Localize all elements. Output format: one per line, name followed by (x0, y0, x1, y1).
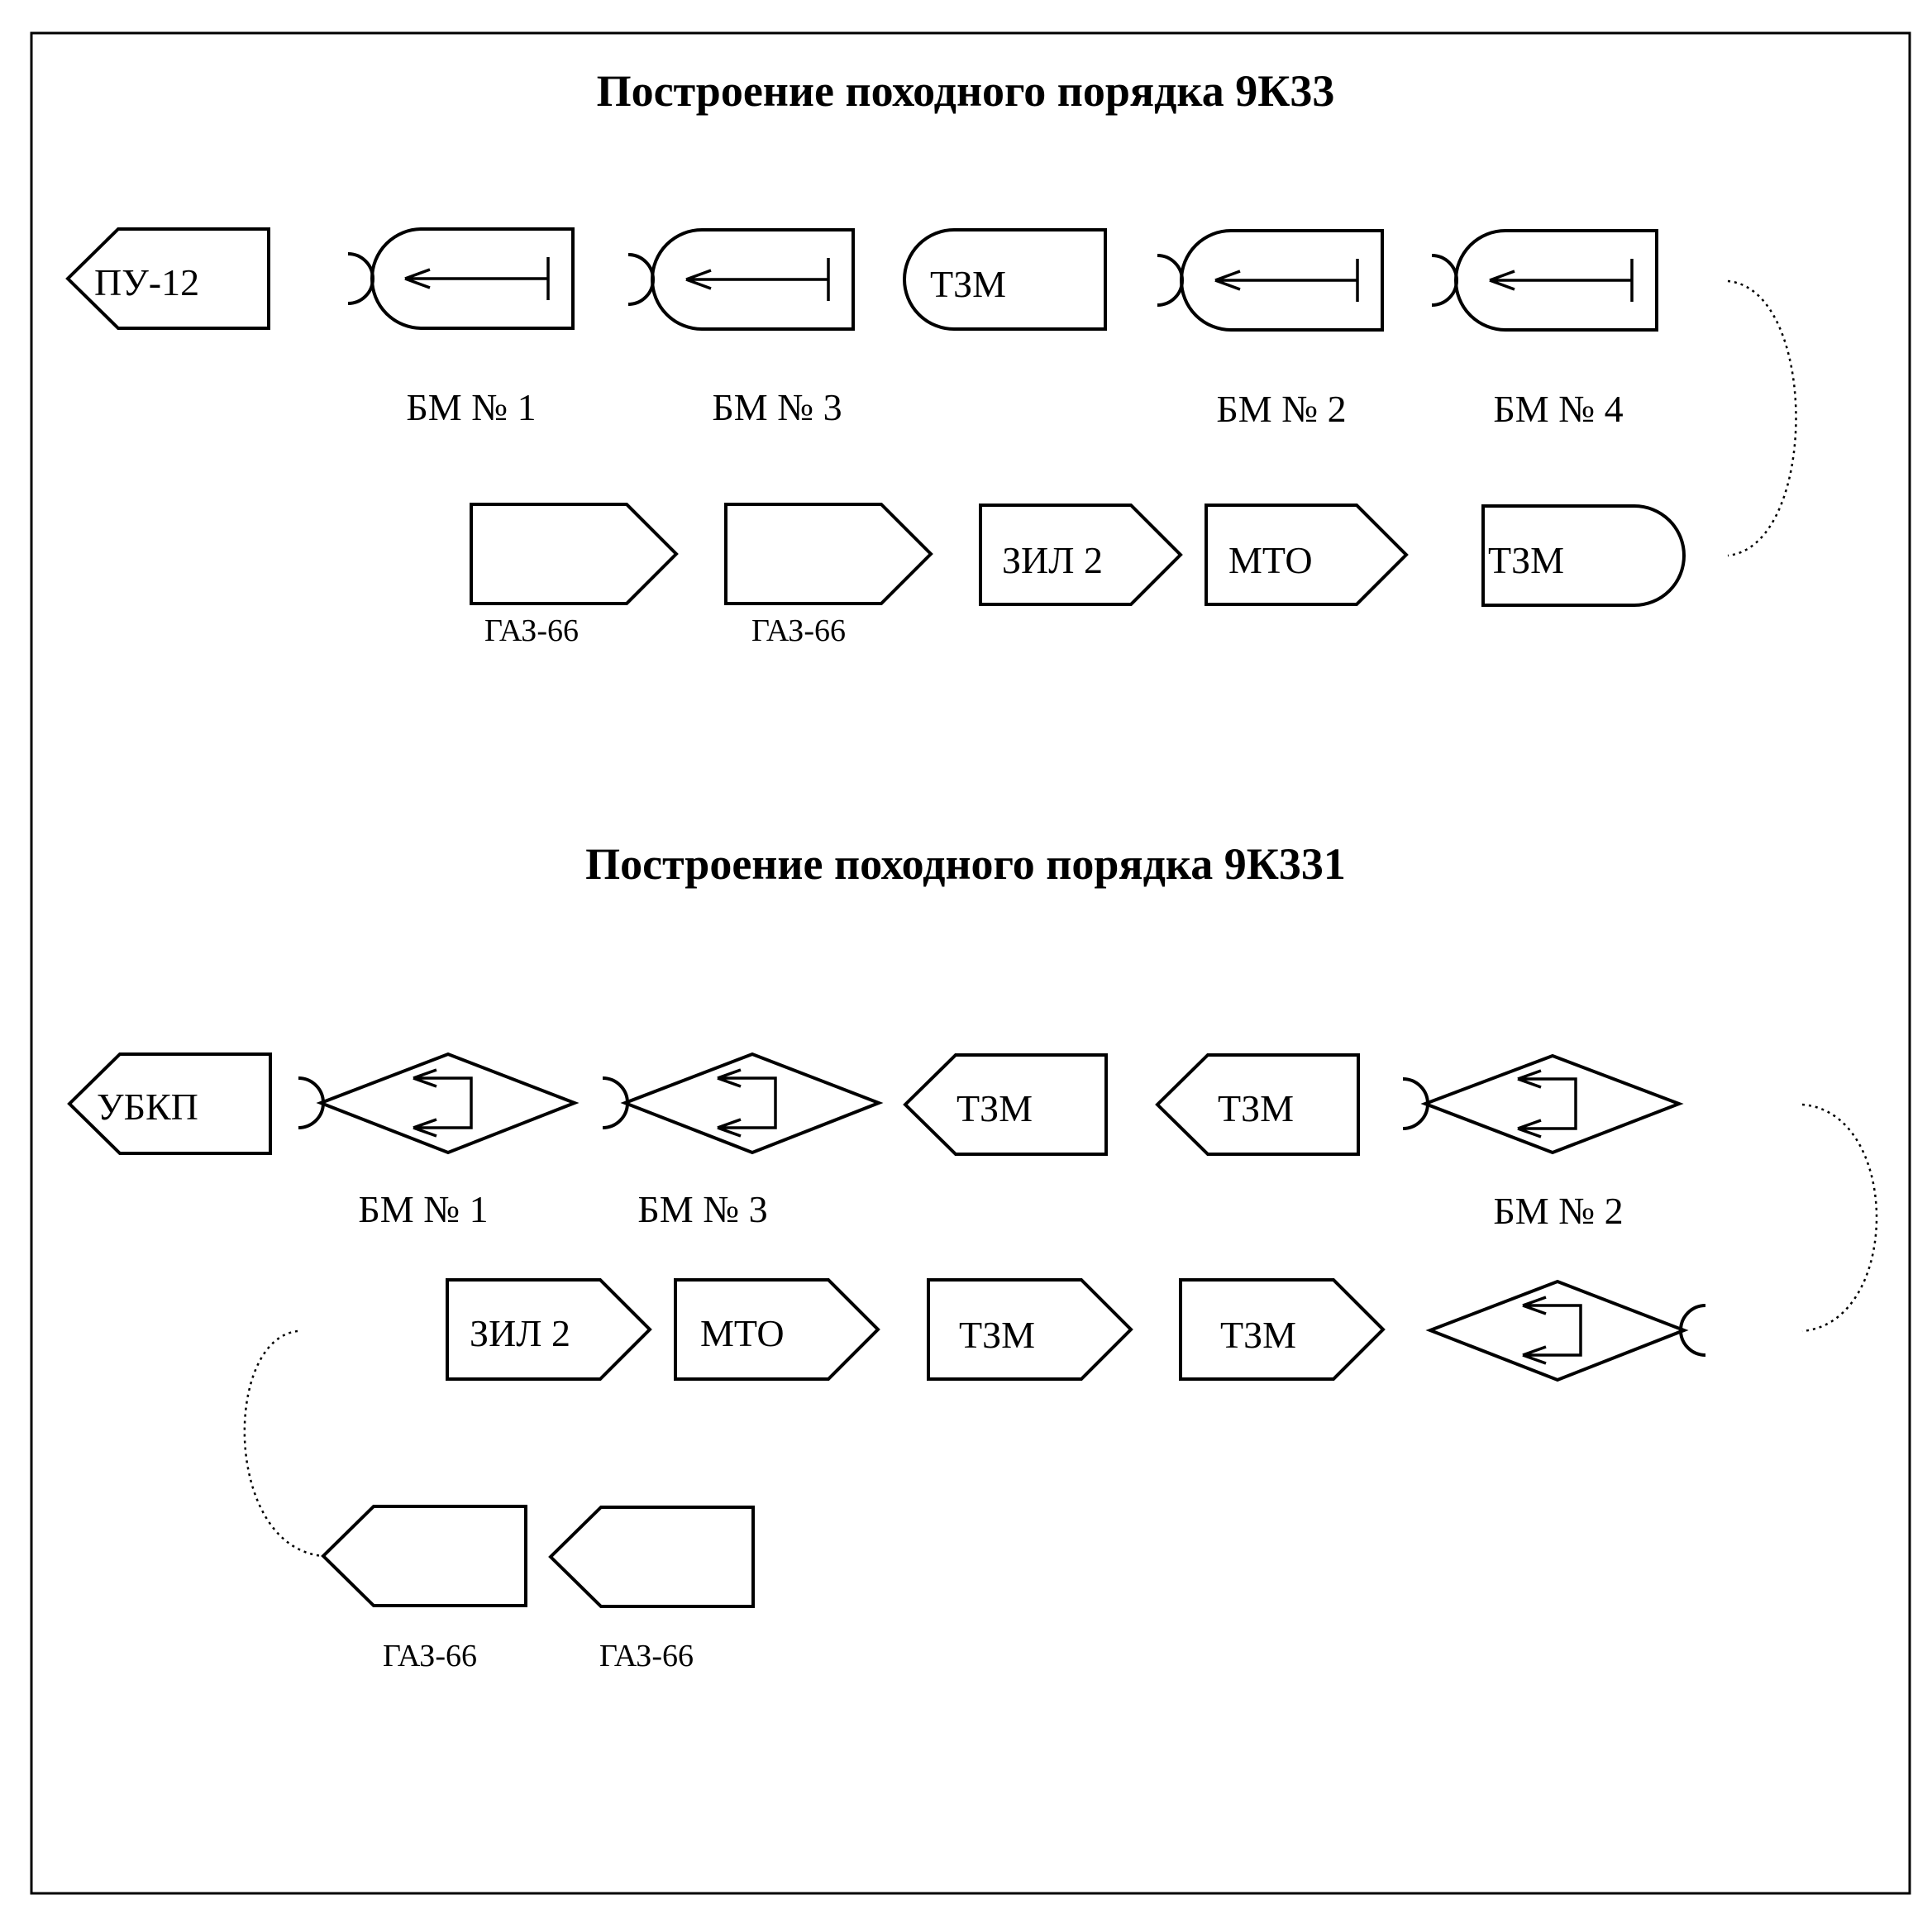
zil-2-label: ЗИЛ 2 (1002, 539, 1103, 581)
bm-1-launcher (347, 227, 575, 330)
bm-1-caption: БМ № 1 (406, 386, 536, 428)
pu-12-vehicle: ПУ-12 (65, 227, 270, 330)
gaz-66-vehicle-1 (470, 503, 679, 605)
zil-2-vehicle-9k331: ЗИЛ 2 (446, 1278, 652, 1381)
ubkp-label: УБКП (97, 1086, 198, 1128)
bm-4-launcher-9k331 (1425, 1279, 1706, 1382)
bm-2-launcher-9k331 (1402, 1053, 1684, 1155)
zil-2-vehicle: ЗИЛ 2 (979, 504, 1183, 606)
bm-3-caption: БМ № 3 (712, 386, 842, 428)
tzm-label-9k331-2: ТЗМ (1218, 1087, 1294, 1129)
tzm-vehicle-9k331-2: ТЗМ (1155, 1053, 1360, 1156)
bm-4-launcher (1431, 229, 1658, 332)
pu-12-label: ПУ-12 (94, 261, 199, 303)
bm-3-launcher-9k331 (602, 1052, 884, 1155)
tzm-vehicle-9k331-3: ТЗМ (927, 1278, 1133, 1381)
mto-vehicle: МТО (1205, 504, 1409, 606)
mto-label: МТО (1228, 539, 1313, 581)
gaz-66-vehicle-2 (724, 503, 933, 605)
bm-1-caption-9k331: БМ № 1 (358, 1188, 488, 1230)
bm-3-launcher (627, 228, 855, 331)
diagram-1-title: Построение походного порядка 9К33 (597, 66, 1335, 116)
tzm-row2-label: ТЗМ (1488, 539, 1564, 581)
zil-2-label-9k331: ЗИЛ 2 (470, 1312, 570, 1354)
bm-1-launcher-9k331 (298, 1052, 580, 1155)
gaz-66-vehicle-9k331-1 (321, 1505, 527, 1607)
bm-2-launcher (1157, 229, 1384, 332)
tzm-vehicle: ТЗМ (903, 228, 1107, 331)
bm-3-caption-9k331: БМ № 3 (637, 1188, 767, 1230)
bm-4-caption: БМ № 4 (1493, 388, 1623, 430)
tzm-label-9k331-3: ТЗМ (959, 1314, 1035, 1356)
tzm-label-9k331-1: ТЗМ (956, 1087, 1033, 1129)
row-connector-1 (1727, 279, 1797, 557)
tzm-vehicle-row2: ТЗМ (1481, 504, 1686, 607)
diagram-2-title: Построение походного порядка 9К331 (585, 839, 1346, 889)
gaz-66-vehicle-9k331-2 (548, 1506, 755, 1608)
row-connector-2 (1801, 1103, 1878, 1333)
tzm-vehicle-9k331-1: ТЗМ (903, 1053, 1108, 1156)
gaz-66-caption-9k331-1: ГАЗ-66 (383, 1639, 477, 1673)
tzm-label: ТЗМ (930, 263, 1006, 305)
mto-vehicle-9k331: МТО (674, 1278, 880, 1381)
bm-2-caption: БМ № 2 (1216, 388, 1346, 430)
gaz-66-caption-9k331-2: ГАЗ-66 (599, 1639, 694, 1673)
gaz-66-caption-1: ГАЗ-66 (484, 613, 579, 648)
bm-2-caption-9k331: БМ № 2 (1493, 1190, 1623, 1232)
row-connector-3 (243, 1329, 323, 1558)
mto-label-9k331: МТО (700, 1312, 785, 1354)
tzm-vehicle-9k331-4: ТЗМ (1179, 1278, 1386, 1381)
outer-frame (30, 31, 1911, 1895)
gaz-66-caption-2: ГАЗ-66 (751, 613, 846, 648)
ubkp-vehicle: УБКП (67, 1052, 272, 1155)
tzm-label-9k331-4: ТЗМ (1220, 1314, 1296, 1356)
